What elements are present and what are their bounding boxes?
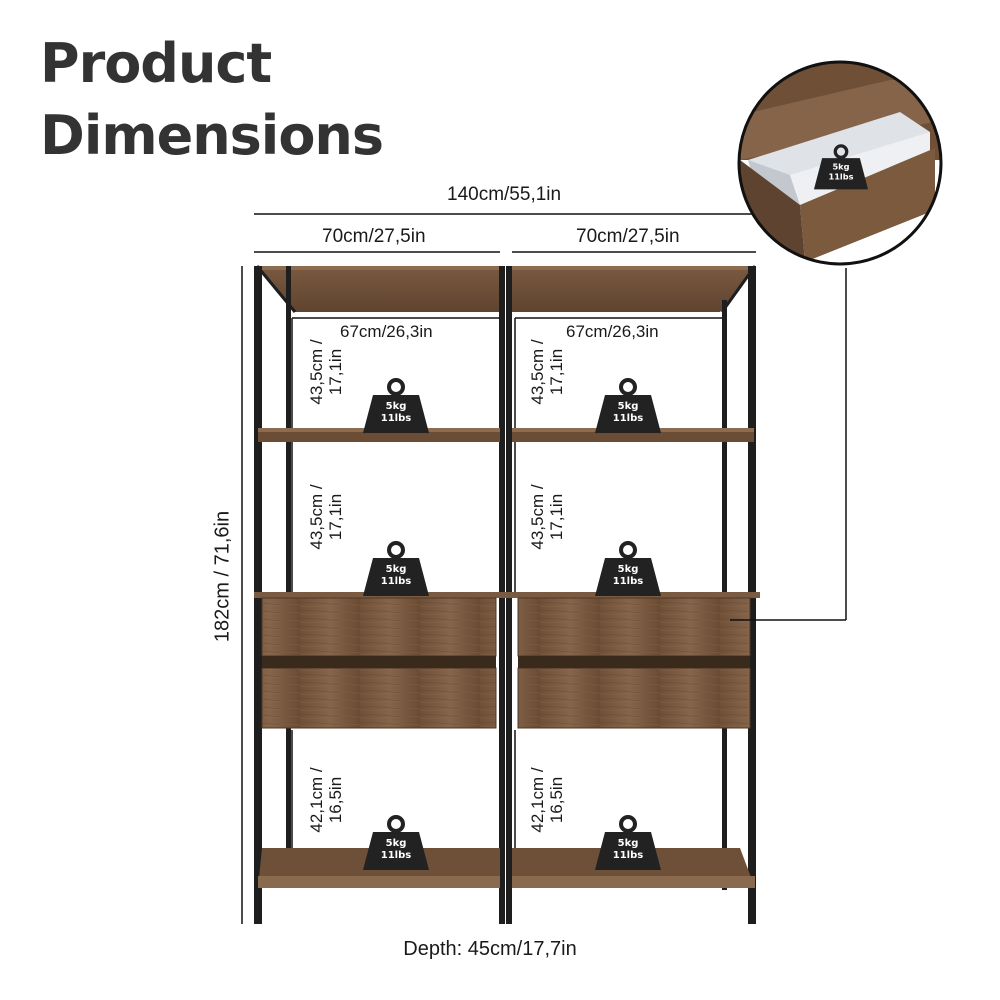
inner-width-right-label: 67cm/26,3in: [566, 322, 659, 341]
weight-kg: 5kg: [385, 401, 407, 412]
page-title: Product Dimensions: [40, 28, 384, 172]
weight-kg: 5kg: [385, 564, 407, 575]
shelf-height-mid-left: 43,5cm /17,1in: [307, 484, 345, 550]
weight-icon: 5kg 11lbs: [593, 377, 663, 437]
top-shelf-right: [512, 266, 755, 312]
weight-kg: 5kg: [617, 838, 639, 849]
shelf-height-top-right: 43,5cm /17,1in: [528, 339, 566, 405]
weight-kg: 5kg: [617, 401, 639, 412]
weight-lbs: 11lbs: [612, 850, 644, 861]
weight-icon: 5kg 11lbs: [593, 814, 663, 874]
weight-lbs: 11lbs: [380, 850, 412, 861]
unit-width-right-label: 70cm/27,5in: [576, 226, 680, 247]
weight-icon: 5kg 11lbs: [361, 814, 431, 874]
weight-icon: 5kg 11lbs: [361, 377, 431, 437]
callout-leader: [730, 268, 847, 621]
depth-label: Depth: 45cm/17,7in: [403, 938, 577, 960]
shelf-height-mid-right: 43,5cm /17,1in: [528, 484, 566, 550]
shelf-height-bottom-right: 42,1cm /16,5in: [528, 767, 566, 833]
title-line-2: Dimensions: [40, 104, 384, 167]
total-width-label: 140cm/55,1in: [447, 184, 562, 205]
weight-lbs: 11lbs: [380, 576, 412, 587]
weight-kg: 5kg: [832, 163, 850, 173]
shelf-height-bottom-left: 42,1cm /16,5in: [307, 767, 345, 833]
shelf-height-top-left: 43,5cm /17,1in: [307, 339, 345, 405]
total-height-label: 182cm / 71,6in: [211, 510, 234, 643]
title-line-1: Product: [40, 32, 272, 95]
weight-icon: 5kg 11lbs: [593, 540, 663, 600]
unit-width-left-label: 70cm/27,5in: [322, 226, 426, 247]
weight-icon: 5kg 11lbs: [812, 143, 869, 192]
drawers: [261, 597, 751, 729]
weight-kg: 5kg: [385, 838, 407, 849]
weight-lbs: 11lbs: [612, 413, 644, 424]
inner-width-left-label: 67cm/26,3in: [340, 322, 433, 341]
weight-icon: 5kg 11lbs: [361, 540, 431, 600]
weight-kg: 5kg: [617, 564, 639, 575]
weight-lbs: 11lbs: [380, 413, 412, 424]
top-shelf-left: [257, 266, 500, 312]
weight-lbs: 11lbs: [828, 172, 854, 182]
weight-lbs: 11lbs: [612, 576, 644, 587]
